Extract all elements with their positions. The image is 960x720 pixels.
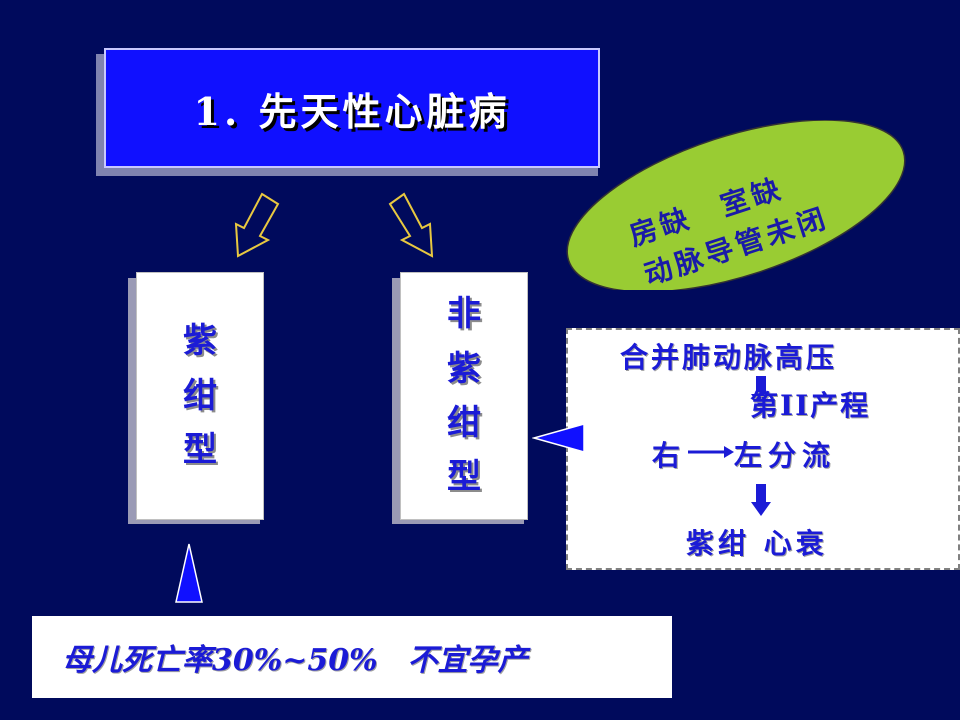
process-box: 合并肺动脉高压 第II产程 右 左分流 紫绀 心衰 <box>566 328 960 570</box>
outcome-text: 母儿死亡率30%~50% 不宜孕产 <box>62 643 528 678</box>
cyanotic-char: 型 <box>183 430 217 471</box>
right-arrow-icon <box>688 446 734 458</box>
shunt-from: 右 <box>652 439 681 472</box>
process-step1: 合并肺动脉高压 <box>620 341 838 374</box>
arrow-to-noncyanotic-icon <box>388 192 434 258</box>
outcome-box: 母儿死亡率30%~50% 不宜孕产 <box>32 616 672 698</box>
noncyanotic-char: 非 <box>447 294 481 335</box>
down-arrow-icon <box>751 376 771 408</box>
defects-ellipse: 房缺 室缺 动脉导管未闭 <box>566 120 906 290</box>
cyanotic-box: 紫 绀 型 <box>136 272 264 520</box>
up-pointer-triangle-icon <box>175 543 203 603</box>
process-step2: 第II产程 <box>750 389 871 422</box>
noncyanotic-char: 绀 <box>447 403 481 443</box>
shunt-to: 左分流 <box>734 439 837 472</box>
down-arrow-icon <box>751 484 771 516</box>
title-box: 1. 先天性心脏病 <box>104 48 600 168</box>
cyanotic-char: 紫 <box>183 321 217 362</box>
page-title: 1. 先天性心脏病 <box>193 88 511 134</box>
process-result: 紫绀 心衰 <box>686 527 828 560</box>
noncyanotic-box: 非 紫 绀 型 <box>400 272 528 520</box>
arrow-to-cyanotic-icon <box>234 192 280 258</box>
noncyanotic-char: 型 <box>447 457 481 498</box>
noncyanotic-char: 紫 <box>447 348 481 389</box>
pointer-triangle-icon <box>532 423 585 453</box>
cyanotic-char: 绀 <box>183 375 217 416</box>
